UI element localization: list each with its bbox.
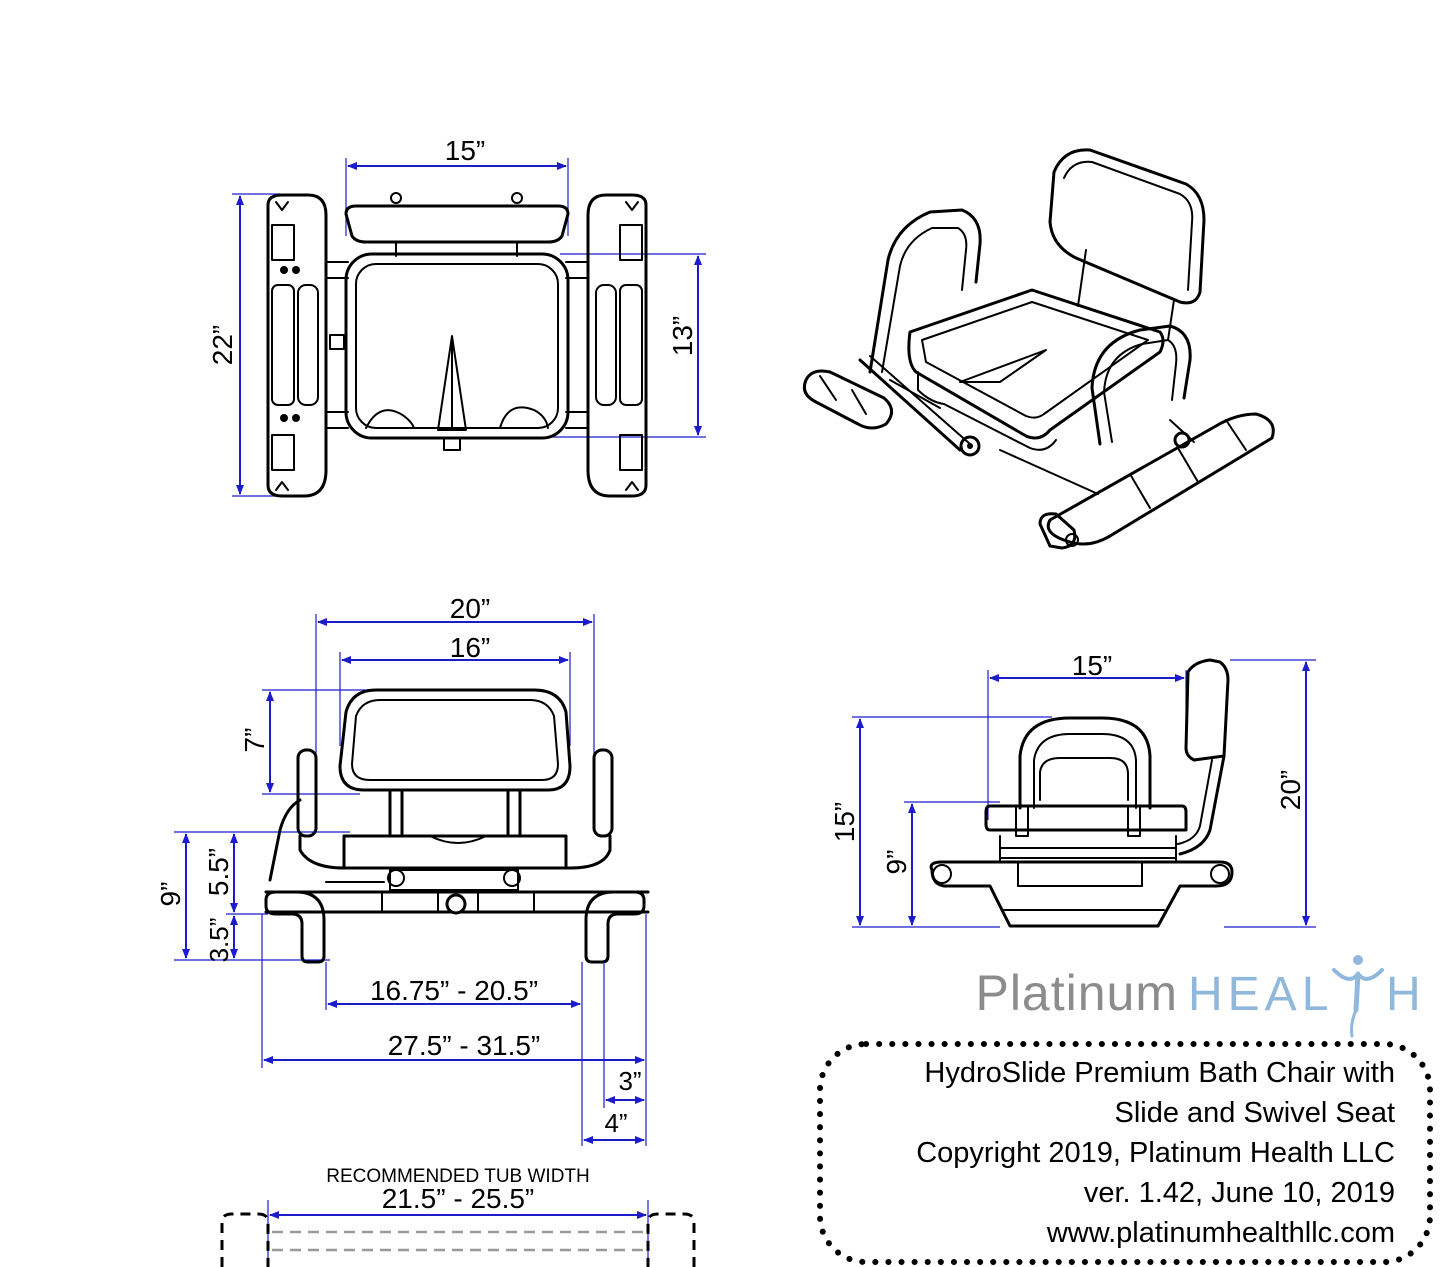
dim-label-offset-a: 3” — [618, 1066, 641, 1096]
dim-label-side-arm-height: 15” — [829, 802, 860, 842]
dim-label-top-seat-depth: 13” — [667, 316, 698, 356]
dim-label-side-depth: 15” — [1072, 650, 1112, 681]
logo-word-health-end: H — [1386, 968, 1421, 1021]
logo-word-health: HEAL — [1188, 968, 1333, 1021]
dim-label-front-backrest-height: 7” — [239, 728, 270, 753]
tub-diagram: RECOMMENDED TUB WIDTH 21.5” - 25.5” — [220, 1166, 696, 1267]
top-view: 15” 22” 13” — [207, 135, 706, 498]
caption-line-5: www.platinumhealthllc.com — [1046, 1217, 1395, 1249]
dim-label-side-seat-height: 9” — [881, 850, 912, 875]
dim-label-offset-b: 4” — [604, 1108, 627, 1138]
caption-line-1: HydroSlide Premium Bath Chair with — [924, 1057, 1395, 1089]
person-icon — [1332, 955, 1384, 1038]
caption-line-3: Copyright 2019, Platinum Health LLC — [916, 1137, 1395, 1169]
dim-label-front-seat-height: 9” — [155, 882, 186, 907]
isometric-view — [802, 148, 1275, 550]
dim-label-side-height: 20” — [1275, 770, 1306, 810]
side-view: 15” 20” 15” 9” — [829, 650, 1316, 928]
caption-line-2: Slide and Swivel Seat — [1115, 1097, 1396, 1129]
dim-label-front-arm-height: 5.5” — [203, 848, 234, 896]
tub-label: RECOMMENDED TUB WIDTH — [326, 1166, 590, 1187]
tub-range: 21.5” - 25.5” — [382, 1183, 535, 1214]
caption-line-4: ver. 1.42, June 10, 2019 — [1084, 1177, 1395, 1209]
caption-box: HydroSlide Premium Bath Chair with Slide… — [817, 1041, 1433, 1265]
dim-label-front-leg-height: 3.5” — [204, 918, 234, 963]
dim-label-top-width: 15” — [445, 135, 485, 166]
dim-label-front-backrest: 16” — [450, 632, 490, 663]
dim-label-front-width: 20” — [450, 593, 490, 624]
dim-label-top-depth: 22” — [207, 325, 238, 365]
logo-word-platinum: Platinum — [975, 965, 1178, 1021]
platinum-health-logo: Platinum HEAL H — [975, 955, 1421, 1038]
front-view: 20” 16” 7” 9” 5.5” 3.5” — [155, 593, 650, 1146]
dim-label-outer-span: 27.5” - 31.5” — [388, 1030, 541, 1061]
dim-label-inner-span: 16.75” - 20.5” — [370, 975, 538, 1006]
